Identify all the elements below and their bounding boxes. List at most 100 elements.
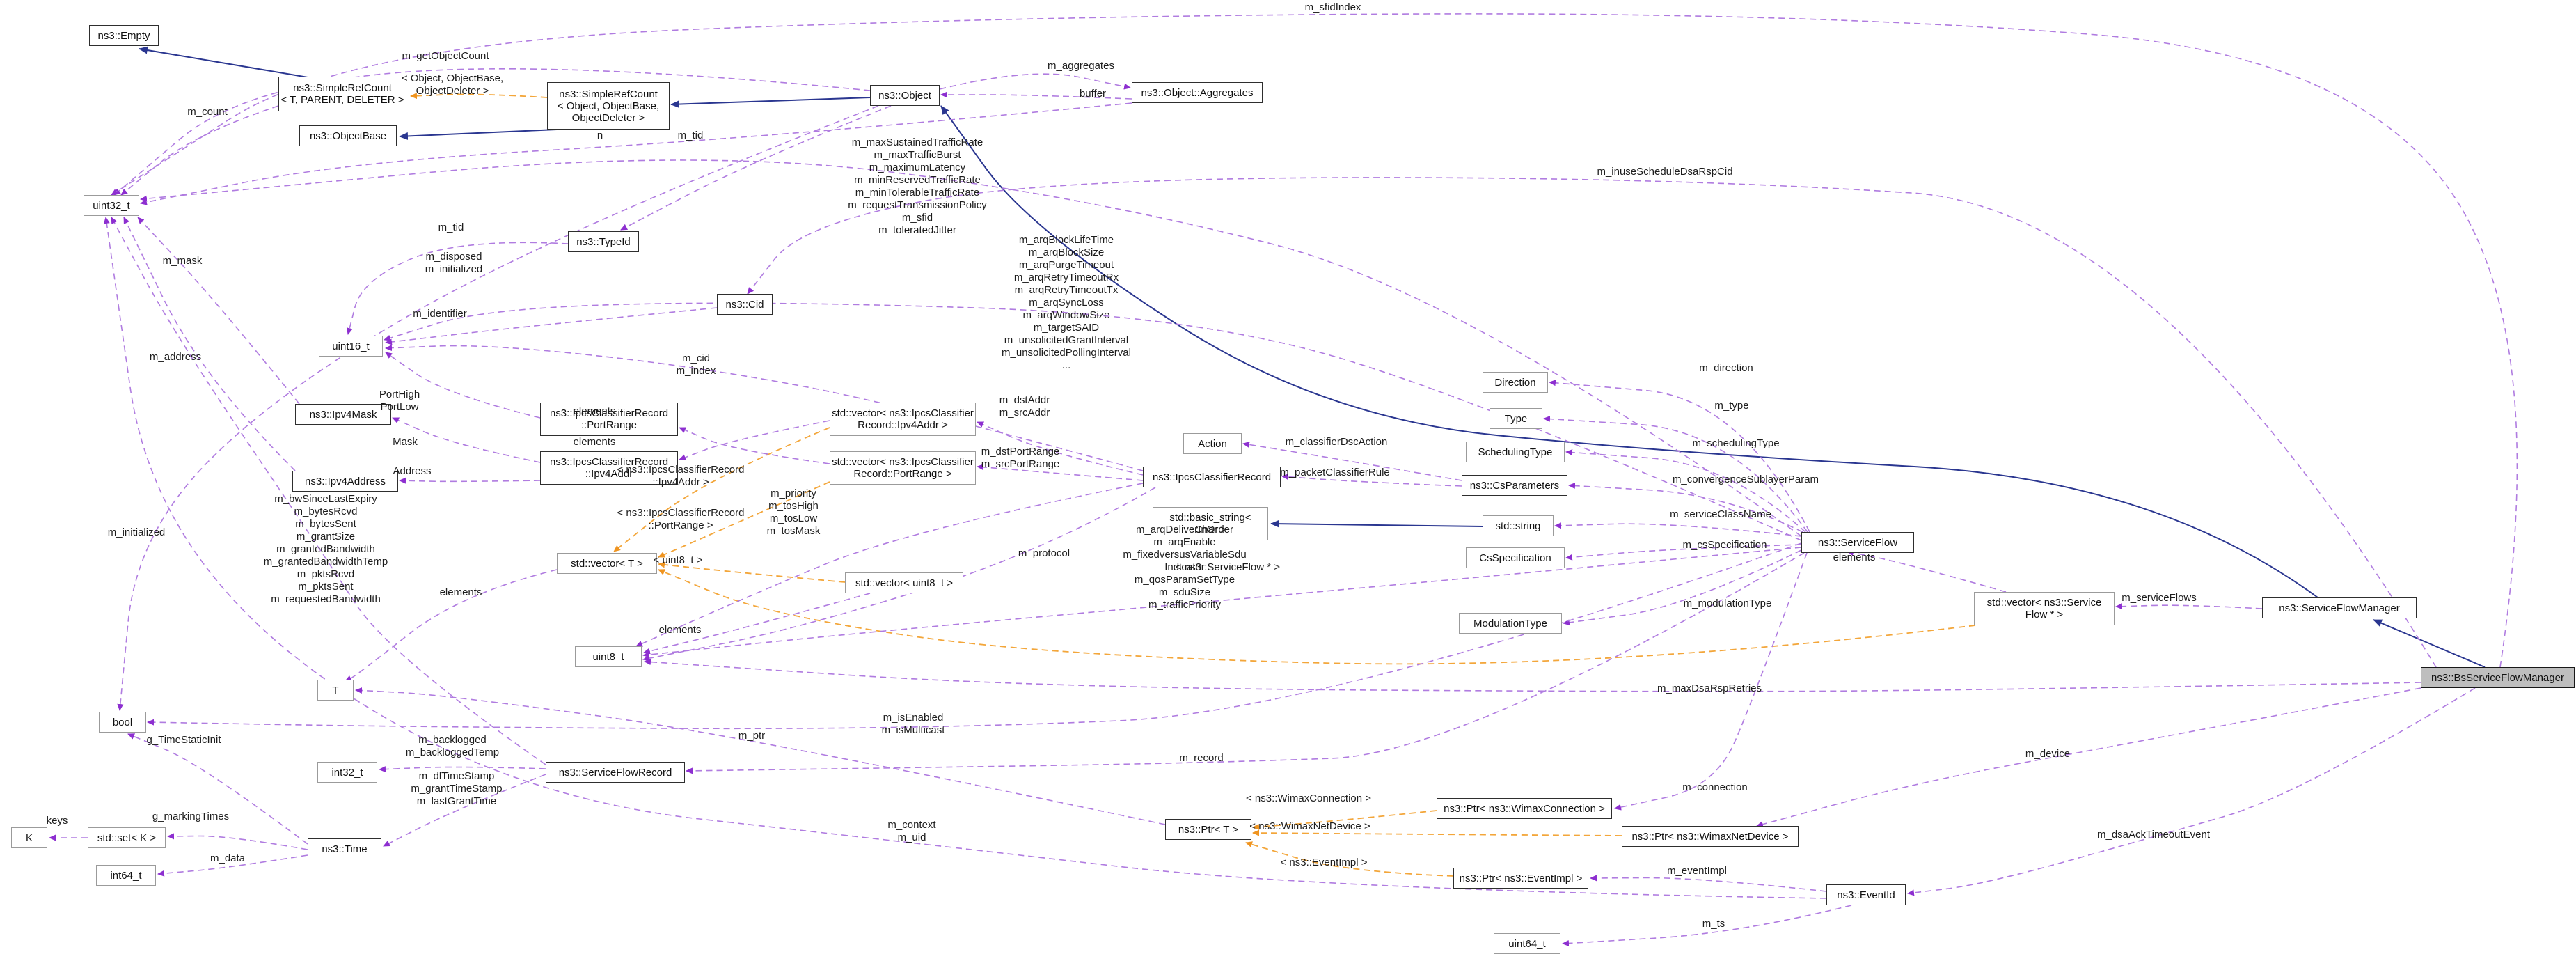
class-node-vec_sf[interactable]: std::vector< ns3::Service Flow * > <box>1974 592 2115 625</box>
class-node-uint32[interactable]: uint32_t <box>84 195 139 216</box>
edge-label-m_connection: m_connection <box>1682 781 1748 793</box>
edge-inh-bssfm-sfmanager <box>2373 619 2486 668</box>
class-node-ipv4address[interactable]: ns3::Ipv4Address <box>292 471 398 492</box>
class-node-src_o[interactable]: ns3::SimpleRefCount < Object, ObjectBase… <box>547 82 670 130</box>
class-node-eventid[interactable]: ns3::EventId <box>1826 884 1906 905</box>
class-node-bssfmanager[interactable]: ns3::BsServiceFlowManager <box>2421 667 2575 688</box>
edge-label-tmpl_sf: < ns3::ServiceFlow * > <box>1175 561 1281 573</box>
class-node-objectbase[interactable]: ns3::ObjectBase <box>299 125 397 146</box>
class-node-src_t[interactable]: ns3::SimpleRefCount < T, PARENT, DELETER… <box>278 77 406 111</box>
class-node-portrange[interactable]: ns3::IpcsClassifierRecord ::PortRange <box>540 403 678 436</box>
edge-label-m_record: m_record <box>1179 752 1224 764</box>
class-node-time[interactable]: ns3::Time <box>308 838 381 859</box>
class-node-empty[interactable]: ns3::Empty <box>89 25 159 46</box>
class-node-csspecification[interactable]: CsSpecification <box>1466 547 1565 568</box>
class-node-ptr_wnd[interactable]: ns3::Ptr< ns3::WimaxNetDevice > <box>1622 826 1799 847</box>
class-node-vec_ipv4addr[interactable]: std::vector< ns3::IpcsClassifier Record:… <box>830 403 976 436</box>
edge-label-elements_ipv4addr: elements <box>573 405 616 417</box>
class-node-bool[interactable]: bool <box>99 712 146 733</box>
edge-inh-sfmanager-object <box>940 105 2318 598</box>
edge-tmpl-vecsf-vect <box>658 569 1976 665</box>
class-node-serviceflow[interactable]: ns3::ServiceFlow <box>1801 532 1914 553</box>
edge-tmpl-ptreimpl-ptrt <box>1245 841 1454 877</box>
class-node-vec_portrange[interactable]: std::vector< ns3::IpcsClassifier Record:… <box>830 451 976 485</box>
edge-u-sf-schedtype <box>1565 449 1806 533</box>
edge-u-aggregates-object <box>940 91 1132 100</box>
edge-label-m_context: m_context m_uid <box>887 819 936 843</box>
edge-tmpl-ptrwnd-ptrt <box>1252 829 1622 836</box>
edge-label-m_serviceClassName: m_serviceClassName <box>1670 508 1771 520</box>
class-node-uint8[interactable]: uint8_t <box>575 646 642 667</box>
class-node-modulationtype[interactable]: ModulationType <box>1459 613 1562 634</box>
edge-label-m_sfidIndex: m_sfidIndex <box>1304 1 1361 13</box>
edge-u-bssfm-eventid <box>1907 687 2476 896</box>
edge-label-m_dstAddr: m_dstAddr m_srcAddr <box>999 394 1050 419</box>
edge-label-m_direction: m_direction <box>1699 362 1753 374</box>
edge-label-m_timestamps: m_dlTimeStamp m_grantTimeStamp m_lastGra… <box>411 770 503 807</box>
edge-u-sfrecord-time <box>383 774 546 847</box>
edge-tmpl-srco-srct <box>410 93 548 100</box>
class-node-sfmanager[interactable]: ns3::ServiceFlowManager <box>2262 597 2417 618</box>
edge-u-time-bool <box>127 733 308 845</box>
class-node-direction[interactable]: Direction <box>1483 372 1548 393</box>
edge-label-m_classifierDscAction: m_classifierDscAction <box>1285 436 1388 448</box>
edge-label-elements_sf: elements <box>1833 552 1876 563</box>
edge-u-bssfm-uint32 <box>111 13 2518 668</box>
class-node-stdstring[interactable]: std::string <box>1483 515 1554 536</box>
edge-label-prio_members: m_priority m_tosHigh m_tosLow m_tosMask <box>766 487 821 537</box>
class-node-sfrecord[interactable]: ns3::ServiceFlowRecord <box>546 762 685 783</box>
edge-label-m_schedulingType: m_schedulingType <box>1692 437 1780 449</box>
class-node-csparameters[interactable]: ns3::CsParameters <box>1462 475 1567 496</box>
class-node-type[interactable]: Type <box>1490 408 1542 429</box>
class-node-ipv4mask[interactable]: ns3::Ipv4Mask <box>295 404 391 425</box>
class-node-vec_uint8[interactable]: std::vector< uint8_t > <box>845 572 963 593</box>
class-node-object[interactable]: ns3::Object <box>870 85 940 106</box>
edge-label-m_cid_index: m_cid m_index <box>676 352 716 377</box>
edge-u-sf-csparams <box>1568 483 1803 533</box>
edge-u-vecport-portrange <box>679 427 830 464</box>
edge-tmpl-ptrwconn-ptrt <box>1252 810 1437 830</box>
class-node-ptr_t[interactable]: ns3::Ptr< T > <box>1165 819 1251 840</box>
edge-u-typeid-uint16 <box>346 242 569 335</box>
class-node-schedulingtype[interactable]: SchedulingType <box>1466 442 1565 462</box>
edge-label-m_tid_lo: m_tid <box>438 221 464 233</box>
edge-u-ipcs-vecipv4 <box>977 421 1144 476</box>
edge-label-tmpl_ipv4addr: < ns3::IpcsClassifierRecord ::Ipv4Addr > <box>617 464 745 488</box>
edge-label-m_address: m_address <box>149 351 202 363</box>
edge-u-object-aggregates <box>939 73 1131 90</box>
class-node-k[interactable]: K <box>11 827 47 848</box>
class-node-set_k[interactable]: std::set< K > <box>88 827 166 848</box>
class-node-uint64[interactable]: uint64_t <box>1494 933 1560 954</box>
edge-u-sf-uint8 <box>642 547 1802 658</box>
class-node-ptr_eimpl[interactable]: ns3::Ptr< ns3::EventImpl > <box>1453 868 1588 889</box>
class-node-action[interactable]: Action <box>1183 433 1242 454</box>
class-node-ipcs[interactable]: ns3::IpcsClassifierRecord <box>1143 467 1281 487</box>
class-node-basicstring[interactable]: std::basic_string< Char > <box>1153 507 1268 540</box>
class-node-vec_t[interactable]: std::vector< T > <box>557 553 657 574</box>
edge-label-sfr_uint32_members: m_bwSinceLastExpiry m_bytesRcvd m_bytesS… <box>263 493 388 605</box>
class-node-cid[interactable]: ns3::Cid <box>717 294 773 315</box>
class-node-uint16[interactable]: uint16_t <box>319 336 383 357</box>
edge-label-m_inuseScheduleDsaRspCid: m_inuseScheduleDsaRspCid <box>1597 166 1733 178</box>
edge-u-object-bool <box>117 105 879 711</box>
edge-label-g_markingTimes: g_markingTimes <box>152 811 230 822</box>
class-node-ipv4addr[interactable]: ns3::IpcsClassifierRecord ::Ipv4Addr <box>540 451 678 485</box>
edge-u-time-setk <box>167 833 308 850</box>
class-node-ptr_wconn[interactable]: ns3::Ptr< ns3::WimaxConnection > <box>1437 798 1612 819</box>
edge-label-g_TimeStaticInit: g_TimeStaticInit <box>146 734 221 746</box>
class-node-aggregates[interactable]: ns3::Object::Aggregates <box>1132 82 1263 103</box>
edge-u-csparams-ipcs <box>1281 474 1462 487</box>
edge-inh-srco-objectbase <box>399 129 558 140</box>
edge-label-elements_t: elements <box>439 586 482 598</box>
class-node-int64[interactable]: int64_t <box>96 865 156 886</box>
class-node-typeid[interactable]: ns3::TypeId <box>568 231 639 252</box>
class-node-int32[interactable]: int32_t <box>317 762 377 783</box>
edge-u-sfrecord-int32 <box>379 766 546 773</box>
edge-u-eventid-ptreimpl <box>1590 875 1827 892</box>
edge-label-m_identifier: m_identifier <box>413 308 467 320</box>
edge-label-elements_uint8: elements <box>658 624 702 636</box>
edge-u-sf-modtype <box>1563 549 1802 626</box>
class-node-t[interactable]: T <box>317 680 354 701</box>
